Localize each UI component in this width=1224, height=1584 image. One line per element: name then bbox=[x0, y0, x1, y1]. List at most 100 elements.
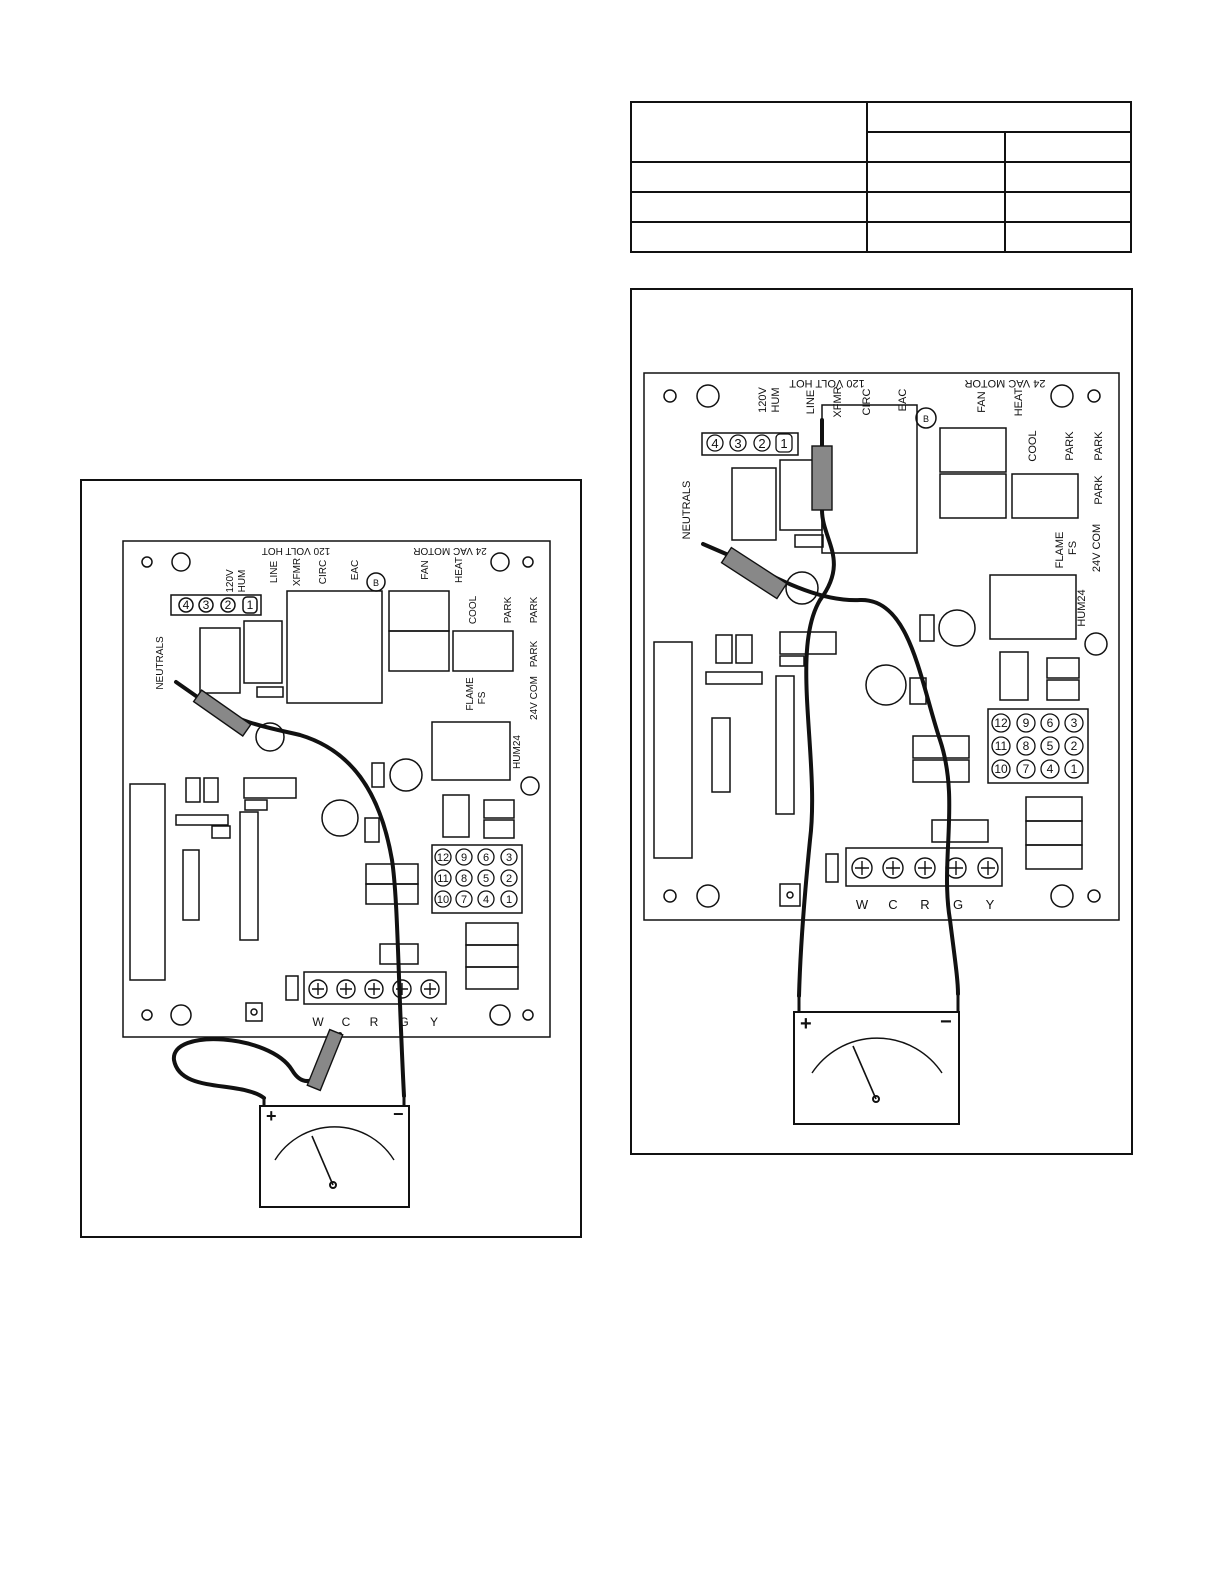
test-probes bbox=[720, 445, 833, 600]
label-24v-com: 24V COM bbox=[529, 676, 540, 720]
meter-minus: − bbox=[940, 1011, 952, 1033]
plug-pin: 6 bbox=[483, 852, 489, 864]
meter-minus: − bbox=[393, 1104, 404, 1124]
label-line: LINE bbox=[805, 390, 817, 414]
plug-pin: 12 bbox=[437, 852, 449, 864]
label-heat: HEAT bbox=[1013, 387, 1025, 416]
label-park: PARK bbox=[1093, 431, 1105, 461]
plug-pin: 3 bbox=[1071, 716, 1078, 730]
terminal-y: Y bbox=[430, 1015, 438, 1029]
plug-pin: 7 bbox=[461, 894, 467, 906]
label-fan: FAN bbox=[976, 391, 988, 412]
label-neutrals: NEUTRALS bbox=[681, 481, 693, 540]
terminal-g: G bbox=[399, 1015, 408, 1029]
table-header-row bbox=[630, 101, 1132, 163]
label-b: B bbox=[923, 414, 929, 424]
label-cool: COOL bbox=[1027, 430, 1039, 461]
connector-pin: 2 bbox=[758, 436, 765, 451]
label-circ: CIRC bbox=[861, 389, 873, 416]
table-cell bbox=[866, 161, 1006, 193]
plug-pin: 5 bbox=[1047, 739, 1054, 753]
label-hum24: HUM24 bbox=[1076, 589, 1088, 626]
table-cell bbox=[866, 221, 1006, 253]
plug-pin: 9 bbox=[461, 852, 467, 864]
label-circ: CIRC bbox=[318, 560, 329, 584]
meter-plus: + bbox=[800, 1013, 812, 1035]
table-row bbox=[630, 191, 1132, 223]
label-park: PARK bbox=[529, 640, 540, 667]
label-hum: HUM bbox=[237, 570, 248, 593]
plug-pin: 7 bbox=[1023, 762, 1030, 776]
terminal-c: C bbox=[342, 1015, 351, 1029]
label-24v-com: 24V COM bbox=[1091, 524, 1103, 572]
plug-pin: 11 bbox=[995, 739, 1008, 753]
table-cell bbox=[866, 191, 1006, 223]
label-park: PARK bbox=[503, 596, 514, 623]
label-hum24: HUM24 bbox=[512, 735, 523, 769]
terminal-g: G bbox=[953, 897, 963, 912]
test-probes bbox=[192, 689, 344, 1092]
label-flame: FLAME bbox=[465, 677, 476, 711]
label-cool: COOL bbox=[468, 595, 479, 624]
terminal-w: W bbox=[856, 897, 869, 912]
table-cell bbox=[630, 191, 868, 223]
terminal-w: W bbox=[312, 1015, 324, 1029]
voltmeter bbox=[259, 1105, 410, 1208]
label-eac: EAC bbox=[897, 389, 909, 412]
connector-pin: 3 bbox=[734, 436, 741, 451]
terminal-y: Y bbox=[986, 897, 995, 912]
label-24-vac-motor: 24 VAC MOTOR bbox=[413, 545, 487, 556]
label-fan: FAN bbox=[420, 560, 431, 579]
label-b: B bbox=[373, 578, 379, 588]
test-leads bbox=[701, 418, 960, 998]
plug-pin: 9 bbox=[1023, 716, 1030, 730]
table-cell bbox=[1004, 131, 1132, 163]
label-fs: FS bbox=[1067, 541, 1079, 555]
label-eac: EAC bbox=[350, 560, 361, 581]
label-120v: 120V bbox=[757, 386, 769, 412]
terminal-r: R bbox=[370, 1015, 379, 1029]
plug-pin: 2 bbox=[1071, 739, 1078, 753]
figure-frame-left bbox=[80, 479, 582, 1238]
table-subheader-row bbox=[631, 131, 1132, 163]
plug-pin: 5 bbox=[483, 873, 489, 885]
connector-pin: 1 bbox=[247, 598, 254, 612]
label-fs: FS bbox=[477, 691, 488, 704]
label-120-volt-hot: 120 VOLT HOT bbox=[262, 545, 331, 556]
table-cell bbox=[866, 131, 1006, 163]
plug-pin: 2 bbox=[506, 873, 512, 885]
connector-pin: 4 bbox=[183, 598, 190, 612]
label-park: PARK bbox=[529, 596, 540, 623]
label-hum: HUM bbox=[770, 387, 782, 412]
table-row bbox=[630, 221, 1132, 253]
connector-pin: 2 bbox=[225, 598, 232, 612]
plug-pin: 4 bbox=[483, 894, 489, 906]
plug-pin: 1 bbox=[506, 894, 512, 906]
label-flame: FLAME bbox=[1054, 532, 1066, 569]
test-leads bbox=[172, 680, 406, 1100]
plug-pin: 10 bbox=[437, 894, 449, 906]
connector-pin: 4 bbox=[711, 436, 718, 451]
terminal-r: R bbox=[920, 897, 929, 912]
table-header-cell bbox=[630, 101, 868, 163]
voltmeter bbox=[793, 1011, 960, 1125]
label-xfmr: XFMR bbox=[832, 386, 844, 417]
label-24-vac-motor: 24 VAC MOTOR bbox=[965, 377, 1046, 389]
table-header-cell bbox=[866, 101, 1132, 133]
table-cell bbox=[1004, 221, 1132, 253]
label-xfmr: XFMR bbox=[292, 558, 303, 586]
plug-pin: 6 bbox=[1047, 716, 1054, 730]
plug-pin: 12 bbox=[994, 716, 1008, 730]
terminal-c: C bbox=[888, 897, 897, 912]
plug-pin: 11 bbox=[437, 873, 448, 885]
control-board: 120 VOLT HOT 24 VAC MOTOR 120V HUM LINE … bbox=[643, 372, 1120, 921]
plug-pin: 1 bbox=[1071, 762, 1078, 776]
table-cell bbox=[630, 221, 868, 253]
plug-pin: 4 bbox=[1047, 762, 1054, 776]
meter-plus: + bbox=[266, 1106, 277, 1126]
plug-pin: 10 bbox=[994, 762, 1008, 776]
plug-pin: 8 bbox=[461, 873, 467, 885]
label-park: PARK bbox=[1093, 475, 1105, 505]
